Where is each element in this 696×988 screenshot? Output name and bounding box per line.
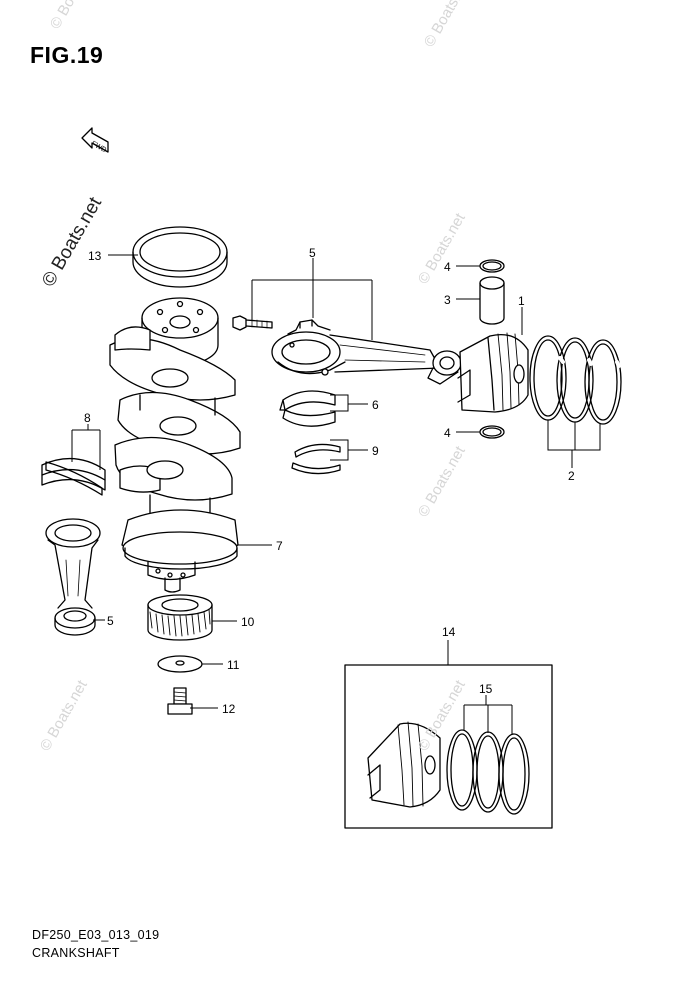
callout-14: 14 <box>442 625 456 639</box>
callout-10: 10 <box>241 615 255 629</box>
piston-1 <box>457 332 529 413</box>
bearing-8 <box>41 457 106 496</box>
watermark-main: © Boats.net <box>38 193 106 290</box>
callout-7: 7 <box>276 539 283 553</box>
callout-15: 15 <box>479 682 493 696</box>
bearing-9 <box>291 443 341 475</box>
watermark-2: © Boats.net <box>421 0 475 50</box>
callout-2: 2 <box>568 469 575 483</box>
leader-lines <box>71 254 601 735</box>
callout-12: 12 <box>222 702 236 716</box>
callout-8: 8 <box>84 411 91 425</box>
piston-rings-15 <box>446 729 530 815</box>
connecting-rod-5 <box>271 319 462 385</box>
callout-5-top: 5 <box>309 246 316 260</box>
watermark-5: © Boats.net <box>37 677 91 754</box>
circlip-4-top <box>479 259 505 273</box>
watermark-4: © Boats.net <box>415 443 469 520</box>
watermark-1: © Boats.net <box>47 0 101 32</box>
washer-11 <box>157 655 203 673</box>
seal-ring-13 <box>132 226 228 288</box>
diagram-code: DF250_E03_013_019 <box>32 928 160 942</box>
fwd-arrow-icon: FWD <box>81 127 109 154</box>
piston-pin-3 <box>479 276 505 325</box>
callout-1: 1 <box>518 294 525 308</box>
bearing-6 <box>279 390 336 427</box>
circlip-4-bottom <box>479 425 505 439</box>
rod-bolt <box>232 315 273 331</box>
piston-14 <box>367 721 441 808</box>
connecting-rod-5-left <box>45 518 101 636</box>
callout-6: 6 <box>372 398 379 412</box>
piston-rings-2 <box>529 335 622 425</box>
callout-11: 11 <box>227 658 240 672</box>
watermark-3: © Boats.net <box>415 210 469 287</box>
callout-13: 13 <box>88 249 102 263</box>
figure-title: FIG.19 <box>30 42 104 68</box>
callout-3: 3 <box>444 293 451 307</box>
crankshaft-7 <box>109 297 241 593</box>
callout-4-top: 4 <box>444 260 451 274</box>
watermark-6: © Boats.net <box>415 677 469 754</box>
diagram-caption: CRANKSHAFT <box>32 946 120 960</box>
watermarks: © Boats.net © Boats.net © Boats.net © Bo… <box>37 0 475 754</box>
callout-5-left: 5 <box>107 614 114 628</box>
gear-10 <box>147 594 213 641</box>
bolt-12 <box>167 687 193 715</box>
callout-labels: 13 4 3 1 5 6 9 4 2 8 7 5 10 11 12 14 15 <box>84 246 575 716</box>
callout-9: 9 <box>372 444 379 458</box>
callout-4-bottom: 4 <box>444 426 451 440</box>
